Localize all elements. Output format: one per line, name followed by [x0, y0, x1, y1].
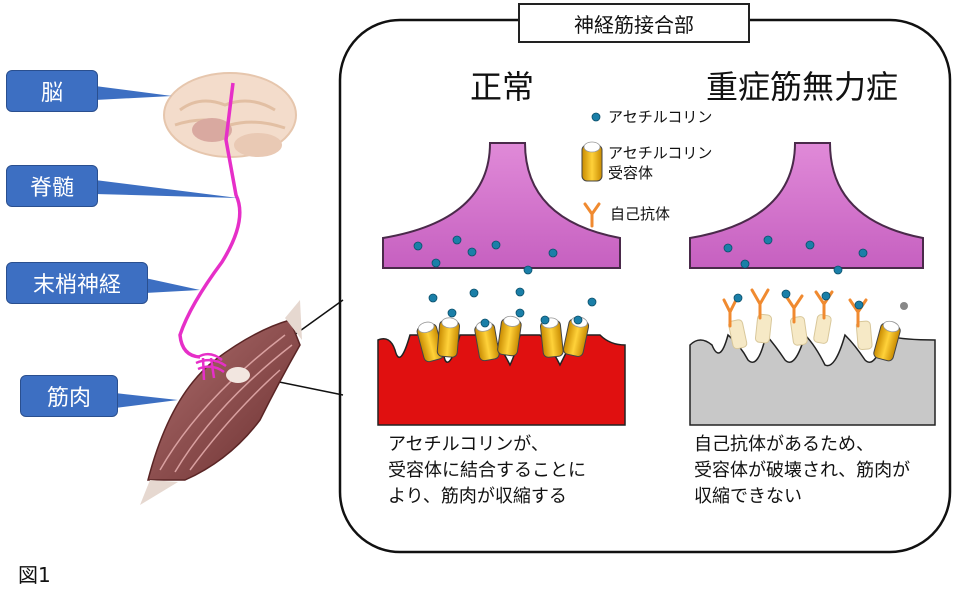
receptors-normal: [416, 315, 590, 363]
heading-myasthenia: 重症筋無力症: [706, 68, 899, 106]
caption-normal-line: アセチルコリンが、: [388, 434, 549, 455]
callout-muscle: 筋肉: [20, 375, 118, 417]
acetylcholine-unbound-grey: [900, 302, 908, 310]
muscle-illustration: [140, 300, 302, 505]
legend-acetylcholine-label: アセチルコリン: [608, 108, 713, 126]
legend-receptor-label-line1: アセチルコリン: [608, 144, 713, 162]
callout-tail-spinal: [95, 180, 238, 198]
callout-peripheral-nerve: 末梢神経: [6, 262, 148, 304]
nerve-terminal-myasthenia: [689, 142, 924, 269]
callout-tail-brain: [95, 86, 172, 100]
legend-acetylcholine-icon: [591, 112, 601, 122]
destroyed-receptor: [790, 316, 808, 346]
nerve-terminal-endings: [195, 352, 227, 381]
autoantibody: [750, 288, 770, 320]
nerve-path: [178, 82, 242, 359]
acetylcholine-myasthenia: [723, 235, 868, 310]
autoantibodies: [722, 288, 868, 328]
caption-normal-line: より、筋肉が収縮する: [388, 486, 567, 507]
muscle-surface-myasthenia: [689, 333, 936, 426]
nerve-terminal-normal: [382, 142, 621, 269]
destroyed-receptor: [855, 320, 873, 351]
diagram-title-text: 神経筋接合部: [574, 12, 694, 37]
callout-spinal-cord-label: 脊髄: [29, 176, 74, 201]
caption-myasthenia-line: 収縮できない: [694, 486, 802, 507]
callout-tail-peripheral: [145, 278, 200, 293]
caption-normal: アセチルコリンが、 受容体に結合することに より、筋肉が収縮する: [388, 432, 586, 510]
receptors-destroyed: [728, 313, 873, 351]
heading-normal: 正常: [470, 68, 535, 106]
autoantibody: [848, 298, 868, 328]
legend-autoantibody-icon: [583, 202, 601, 228]
legend-autoantibody-label: 自己抗体: [610, 205, 671, 223]
caption-myasthenia-line: 自己抗体があるため、: [694, 434, 874, 455]
legend-receptor-label-line2: 受容体: [608, 164, 654, 182]
legend-receptor-icon: [581, 141, 603, 182]
callout-spinal-cord: 脊髄: [6, 165, 98, 207]
callout-tail-muscle: [115, 393, 178, 408]
callout-brain-label: 脳: [40, 81, 63, 106]
callout-muscle-label: 筋肉: [46, 386, 91, 411]
destroyed-receptor: [754, 313, 773, 344]
callout-brain: 脳: [6, 70, 98, 112]
figure-label: 図1: [18, 563, 51, 587]
callout-peripheral-nerve-label: 末梢神経: [32, 273, 121, 298]
autoantibody: [784, 294, 804, 324]
diagram-title: 神経筋接合部: [518, 3, 750, 43]
autoantibody: [722, 298, 738, 328]
receptor: [497, 315, 522, 357]
caption-myasthenia: 自己抗体があるため、 受容体が破壊され、筋肉が 収縮できない: [694, 432, 910, 510]
caption-normal-line: 受容体に結合することに: [388, 460, 586, 481]
destroyed-receptor: [728, 319, 748, 350]
caption-myasthenia-line: 受容体が破壊され、筋肉が: [694, 460, 911, 481]
receptor-intact-myasthenia: [873, 320, 901, 362]
acetylcholine-normal: [413, 235, 597, 328]
receptor: [436, 317, 461, 358]
